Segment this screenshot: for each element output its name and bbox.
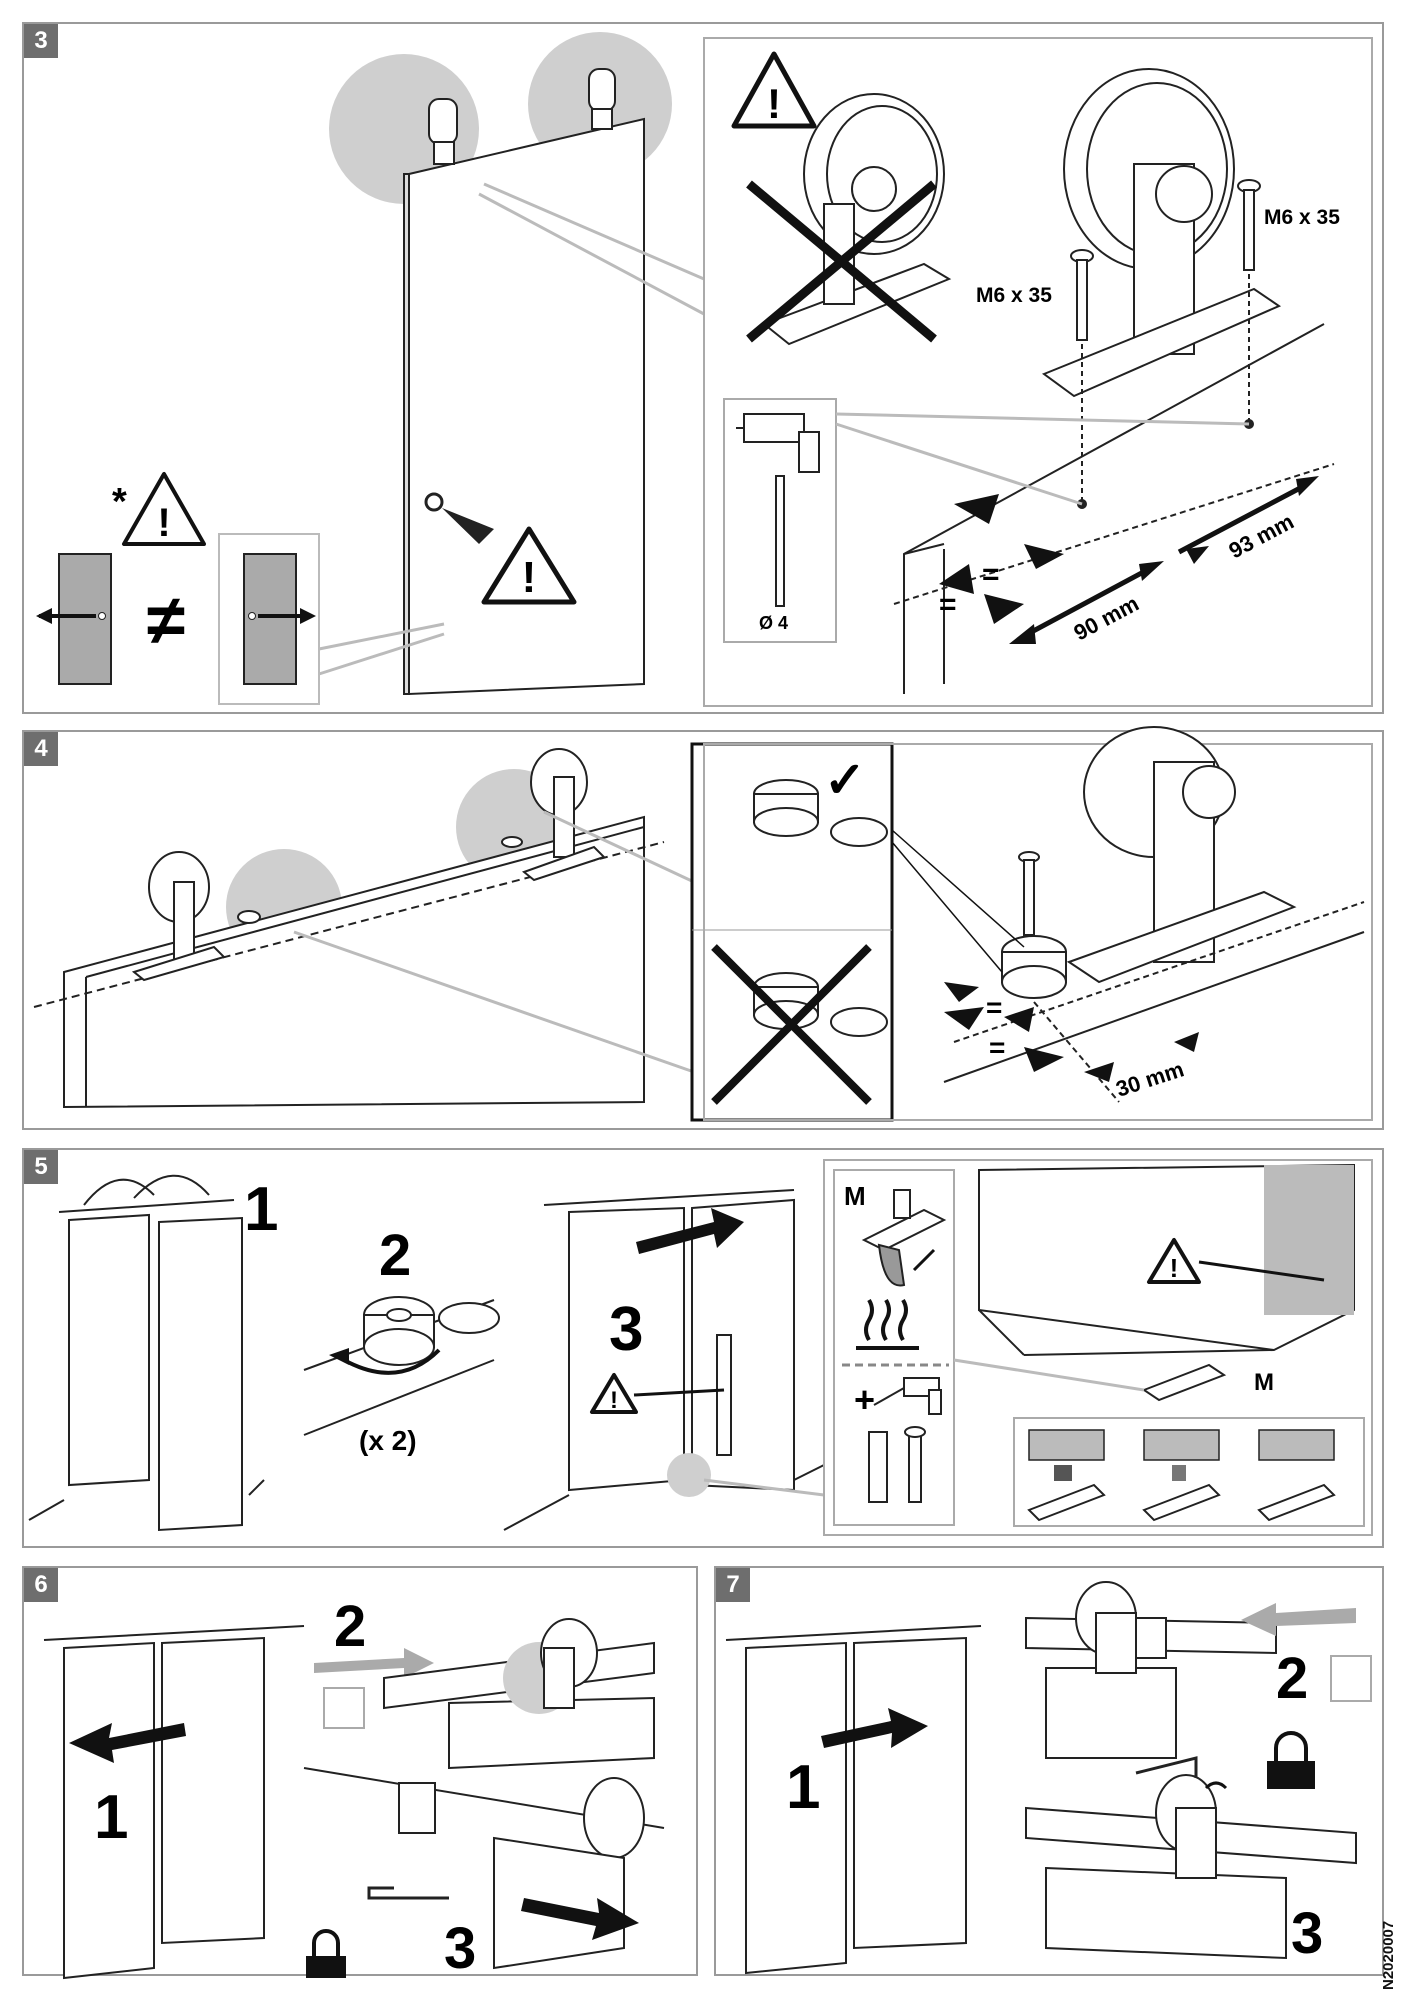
not-equal-sign: ≠ (147, 581, 185, 659)
wheel-bracket (1075, 1581, 1167, 1674)
substep-number: 3 (1291, 1901, 1323, 1966)
step-3-illustration: ! ! * ≠ ! (36, 32, 1373, 707)
substep-number: 3 (609, 1295, 643, 1364)
allen-key-icon (367, 1886, 449, 1900)
substep-number: 3 (444, 1916, 476, 1981)
part-label: M (844, 1181, 866, 1211)
lock-icon (1267, 1761, 1315, 1789)
drill-icon (873, 1377, 942, 1415)
detail-box (703, 743, 1373, 1121)
direction-arrow (521, 1898, 639, 1940)
door (403, 117, 645, 696)
svg-text:!: ! (157, 501, 170, 545)
equal-mark: = (939, 588, 957, 621)
stopper-detail (303, 1296, 500, 1436)
drill-diameter-label: Ø 4 (759, 613, 788, 633)
lock-icon (1274, 1731, 1308, 1763)
substep-number: 2 (334, 1594, 366, 1659)
equal-mark: = (986, 992, 1002, 1023)
step-number: 5 (24, 1150, 58, 1184)
svg-text:!: ! (767, 80, 781, 127)
warning-icon: ! (731, 51, 817, 129)
substep-number: 2 (379, 1223, 411, 1288)
warning-icon: ! (590, 1373, 638, 1414)
star-mark: * (112, 481, 127, 523)
wheel-hanger-icon (428, 68, 616, 165)
svg-text:!: ! (610, 1387, 618, 1414)
step-4-panel: 4 (22, 726, 1384, 1130)
step-7-panel: 7 1 2 3 (714, 1566, 1384, 1976)
equal-mark: = (982, 558, 1000, 591)
cross-mark (746, 180, 937, 343)
level-tool (716, 1334, 732, 1456)
wheel-bracket (493, 1777, 645, 1970)
wheel-bracket-correct (1041, 68, 1282, 398)
plus-sign: + (854, 1379, 875, 1420)
screw-icon (1070, 179, 1261, 341)
door-direction-diagram: ! (36, 472, 445, 705)
substep-number: 2 (1276, 1646, 1308, 1711)
screw-size-label: M6 x 35 (1264, 206, 1340, 229)
doors-on-rail (725, 1625, 982, 1975)
direction-arrow (1241, 1603, 1356, 1636)
doors-on-rail (43, 1625, 305, 1980)
step-5-panel: 5 1 2 (x 2) (22, 1148, 1384, 1548)
step-7-illustration: 1 2 3 (725, 1581, 1372, 1975)
allen-key-icon (1135, 1756, 1198, 1778)
direction-arrow (69, 1723, 186, 1763)
step-3-panel: 3 ! (22, 22, 1384, 714)
svg-text:!: ! (1170, 1253, 1179, 1283)
step-number: 4 (24, 732, 58, 766)
door-top-edge (893, 274, 1335, 694)
quantity-label: (x 2) (359, 1425, 417, 1456)
svg-text:!: ! (522, 553, 537, 602)
wheel-bracket-wrong (762, 93, 952, 346)
step-5-illustration: 1 2 (x 2) 3 ! (28, 1159, 1373, 1536)
screw-size-label: M6 x 35 (976, 284, 1052, 307)
heat-icon (856, 1298, 919, 1350)
document-code: N2020007 (1380, 1920, 1397, 1990)
check-mark: ✓ (824, 752, 866, 808)
zoom-highlight (667, 1453, 711, 1497)
dimension-label: 30 mm (1113, 1056, 1187, 1101)
equal-mark: = (989, 1032, 1005, 1063)
lock-icon (312, 1929, 340, 1958)
step-6-illustration: 1 2 3 (43, 1594, 665, 1981)
warning-icon: ! (1147, 1238, 1201, 1284)
direction-arrow (314, 1648, 434, 1678)
stopper-icon (237, 836, 523, 924)
substep-number: 1 (94, 1783, 128, 1852)
cross-mark (711, 944, 872, 1105)
rotate-arrow-icon (343, 1348, 441, 1375)
floor-guide-icon (1141, 1363, 1227, 1402)
door-handle (424, 492, 444, 512)
step-number: 7 (716, 1568, 750, 1602)
step-6-panel: 6 1 2 3 (22, 1566, 698, 1981)
step-number: 6 (24, 1568, 58, 1602)
wheel-bracket-detail (1001, 726, 1297, 999)
wheel-bracket (1155, 1774, 1217, 1879)
direction-arrow (821, 1708, 928, 1748)
stopper-part-icon (398, 1782, 436, 1834)
step-4-illustration: ✓ = = 30 mm (33, 726, 1373, 1122)
warning-icon: ! (481, 526, 577, 605)
stopper-part-icon (1330, 1655, 1372, 1702)
substep-number: 1 (786, 1753, 820, 1822)
floor-guide-icon (861, 1189, 947, 1287)
stopper-part-icon (323, 1687, 365, 1729)
substep-number: 1 (244, 1175, 278, 1244)
dimension-arrow (1022, 483, 1306, 639)
wheel-bracket (540, 1618, 598, 1709)
rotate-arrow-icon (1204, 1781, 1228, 1790)
direction-arrow (636, 1208, 744, 1254)
doors-on-rail (28, 1199, 265, 1532)
wall-plug-icon (868, 1426, 926, 1503)
part-label: M (1254, 1369, 1274, 1396)
lock-icon (306, 1956, 346, 1978)
drill-icon (736, 413, 820, 607)
step-number: 3 (24, 24, 58, 58)
